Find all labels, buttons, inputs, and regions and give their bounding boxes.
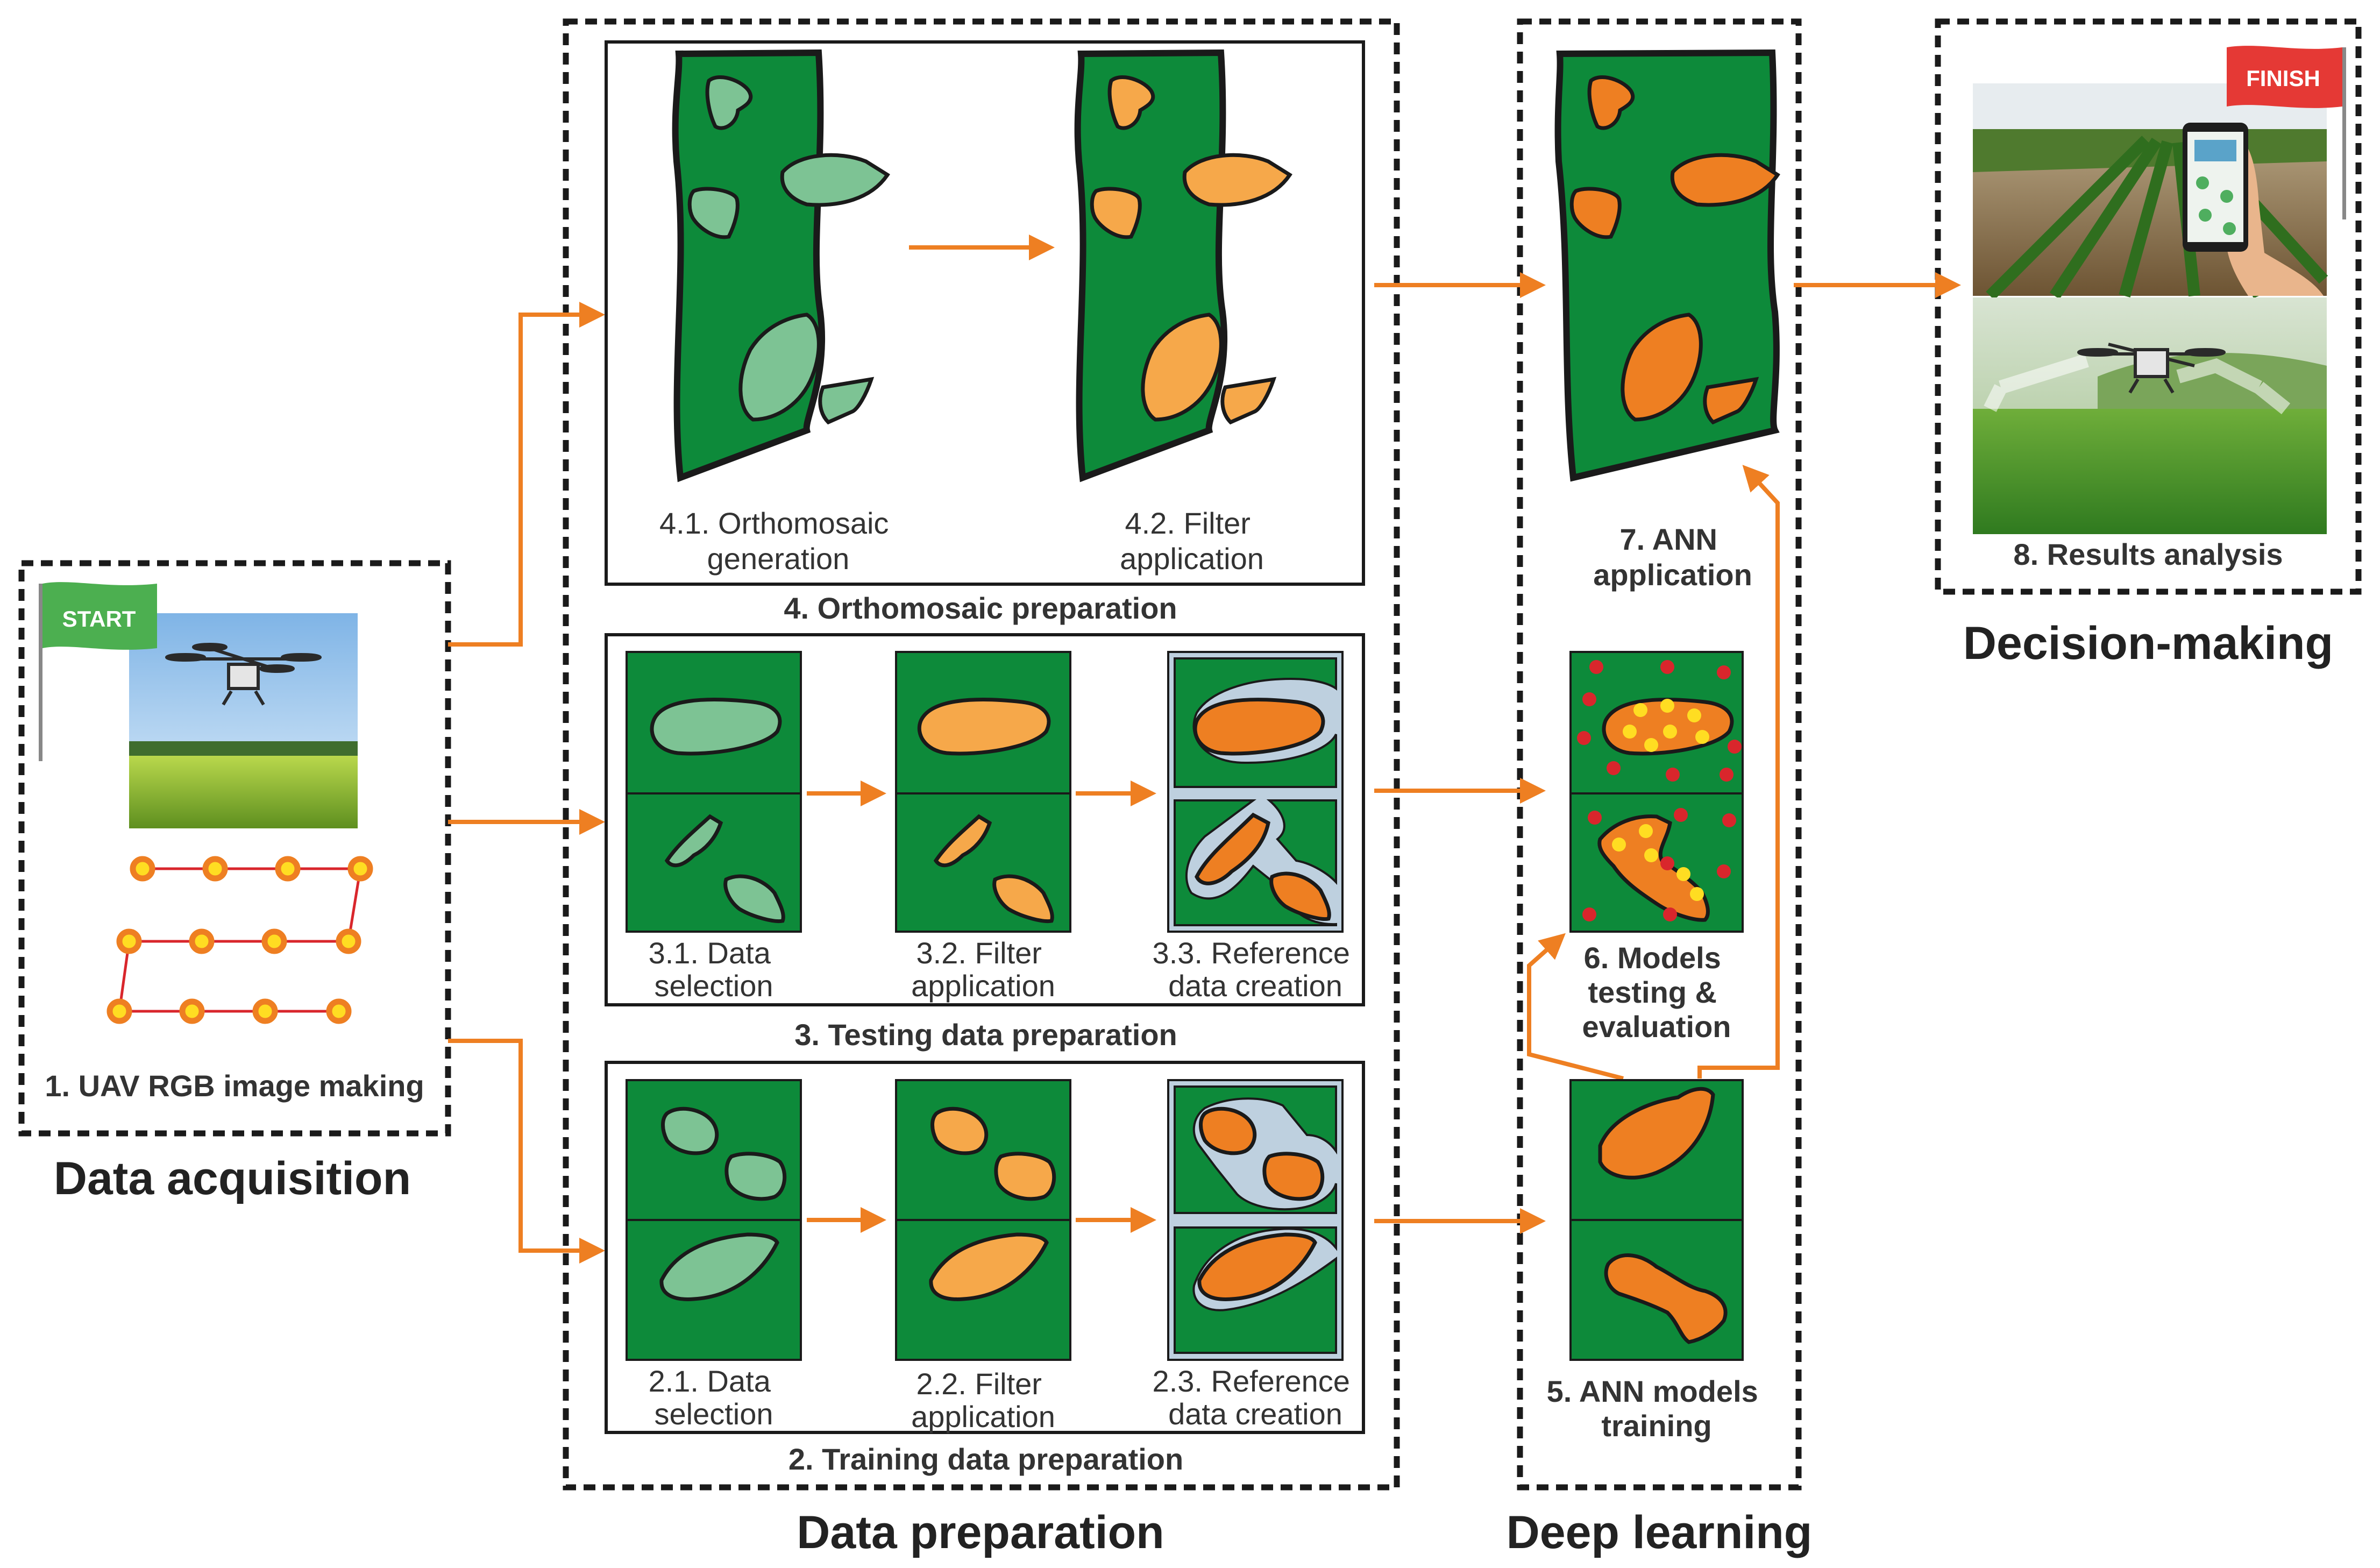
deep-learning-box: [1517, 18, 1802, 1491]
step-2-1-label: 2.1. Data selection: [649, 1364, 779, 1431]
step-3-3-label: 3.3. Reference data creation: [1153, 936, 1359, 1003]
data-acquisition-box: [18, 560, 451, 1137]
start-flag-icon: START: [39, 582, 157, 761]
step-4-label: 4. Orthomosaic preparation: [784, 591, 1177, 625]
arrow-5-to-7: [1697, 465, 1780, 1079]
models-testing-tiles: [1569, 651, 1744, 933]
data-preparation-box: [563, 18, 1400, 1491]
step-4-1-label: 4.1. Orthomosaic generation: [659, 506, 897, 576]
sample-points: [1577, 660, 1742, 921]
step-2-2-label: 2.2. Filter application: [911, 1367, 1055, 1434]
arrow-1-to-2: [448, 1039, 605, 1264]
step-3-1-tiles: [626, 651, 802, 933]
step-1-label: 1. UAV RGB image making: [45, 1069, 424, 1103]
step-3-3-tiles: [1167, 651, 1344, 933]
step-3-2-label: 3.2. Filter application: [911, 936, 1055, 1003]
section-title-decision-making: Decision-making: [1963, 618, 2333, 669]
step-3-1-label: 3.1. Data selection: [649, 936, 779, 1003]
field-phone-photo: [1973, 83, 2328, 300]
section-title-data-preparation: Data preparation: [797, 1507, 1164, 1558]
flight-path-icon: [106, 856, 373, 1024]
ann-training-tiles: [1569, 1079, 1744, 1361]
step-2-2-tiles: [895, 1079, 1071, 1361]
start-label: START: [62, 606, 136, 632]
step-3-2-tiles: [895, 651, 1071, 933]
spraying-drone-photo: [1973, 297, 2327, 534]
section-title-data-acquisition: Data acquisition: [54, 1153, 411, 1204]
step-2-label: 2. Training data preparation: [788, 1442, 1183, 1476]
section-title-deep-learning: Deep learning: [1507, 1507, 1813, 1558]
step-8-label: 8. Results analysis: [2013, 537, 2283, 571]
step-6-label: 6. Models testing & evaluation: [1582, 941, 1731, 1044]
orthomosaic-raw: [672, 49, 890, 483]
step-2-1-tiles: [626, 1079, 802, 1361]
ann-applied-orthomosaic: [1554, 49, 1780, 482]
finish-label: FINISH: [2246, 66, 2320, 91]
step-3-label: 3. Testing data preparation: [794, 1018, 1177, 1052]
step-2-3-label: 2.3. Reference data creation: [1153, 1364, 1359, 1431]
step-7-label: 7. ANN application: [1593, 522, 1752, 592]
arrow-5-to-6: [1527, 933, 1624, 1081]
finish-flag-icon: FINISH: [2227, 46, 2346, 219]
drone-photo: [129, 613, 358, 828]
step-5-label: 5. ANN models training: [1547, 1374, 1767, 1443]
decision-making-box: [1935, 18, 2362, 595]
orthomosaic-filtered: [1074, 49, 1292, 483]
step-2-3-tiles: [1167, 1079, 1344, 1361]
step-4-2-label: 4.2. Filter application: [1120, 506, 1264, 576]
arrow-1-to-4: [448, 302, 605, 647]
